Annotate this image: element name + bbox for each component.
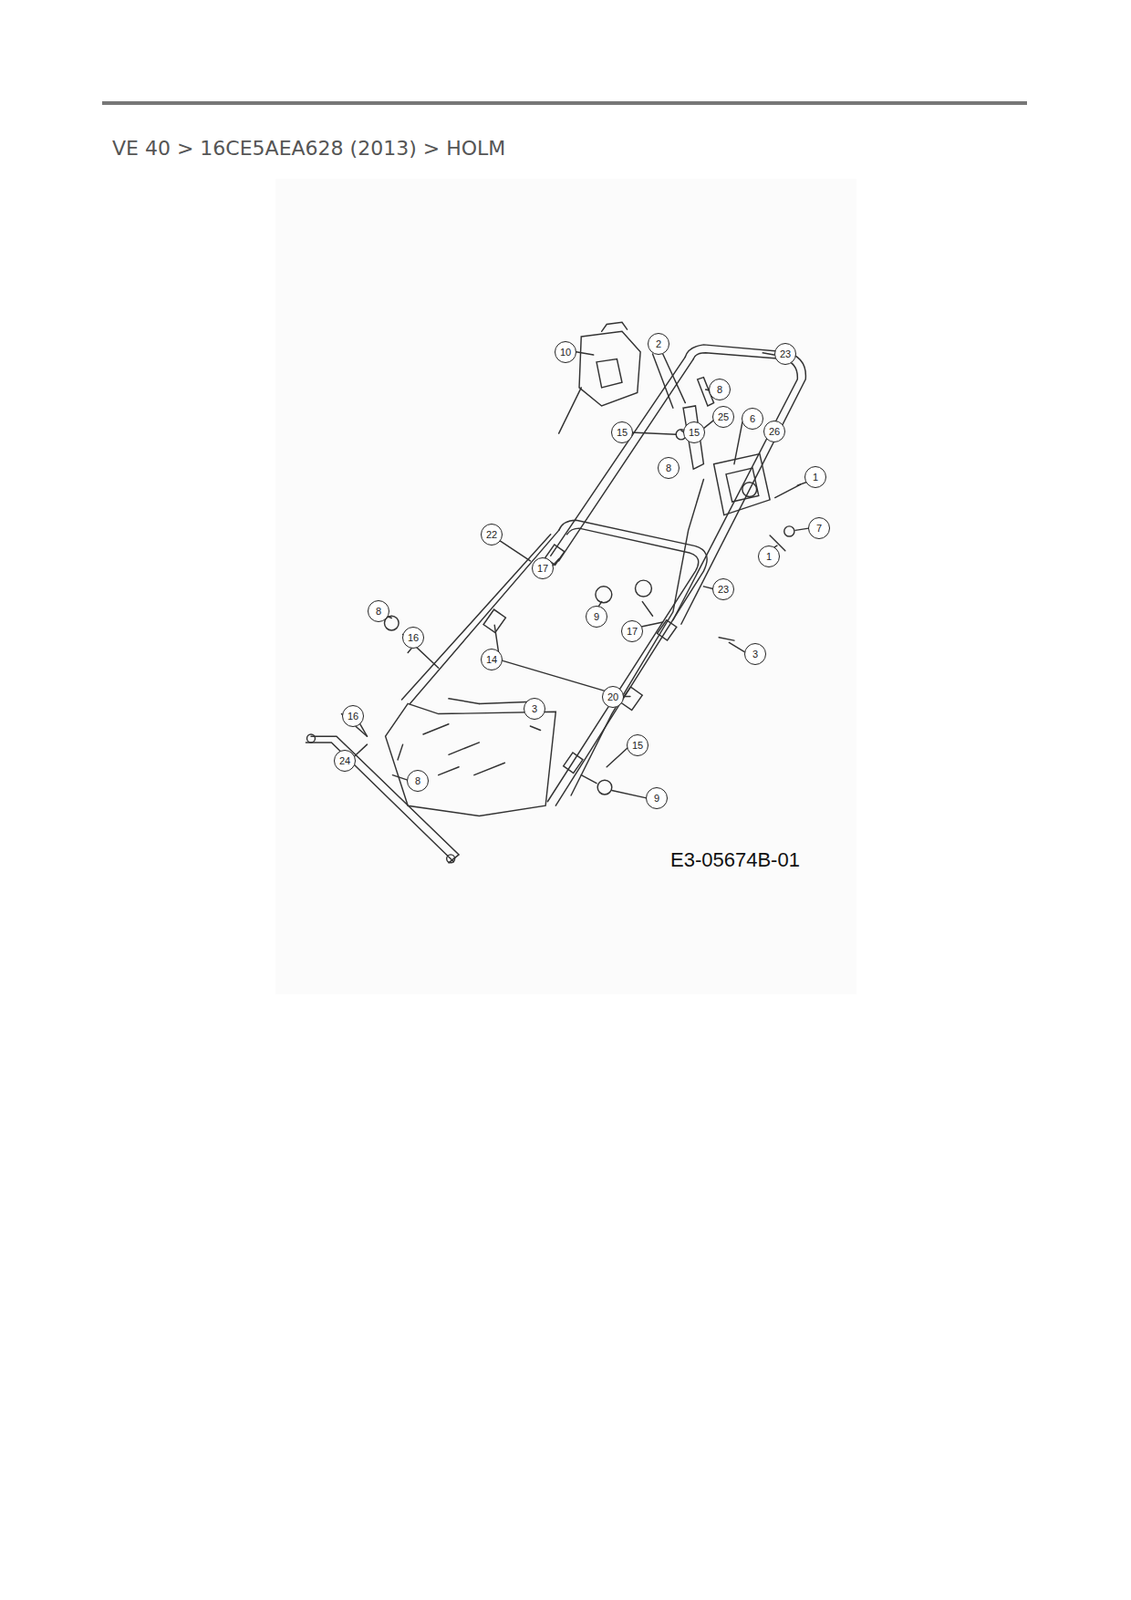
callout-number: 15 bbox=[683, 421, 706, 444]
callout-number: 10 bbox=[554, 341, 577, 364]
callout-number: 17 bbox=[531, 557, 554, 580]
callout-number: 24 bbox=[333, 749, 356, 772]
callout-number: 20 bbox=[601, 685, 624, 708]
callout-number: 17 bbox=[621, 620, 644, 643]
callout-number: 8 bbox=[367, 600, 390, 623]
callout-number: 15 bbox=[626, 734, 649, 757]
callout-number: 15 bbox=[611, 421, 633, 444]
callout-number: 8 bbox=[657, 456, 680, 479]
drawing-number: E3-05674B-01 bbox=[670, 848, 800, 872]
callout-number: 25 bbox=[712, 405, 735, 428]
callout-number: 22 bbox=[480, 523, 503, 546]
callout-number: 3 bbox=[523, 697, 546, 720]
callout-number: 3 bbox=[744, 643, 767, 665]
callout-number: 23 bbox=[712, 578, 735, 601]
callout-number: 14 bbox=[480, 648, 503, 671]
callout-number: 1 bbox=[804, 466, 827, 488]
illustration-ground bbox=[275, 178, 857, 995]
callout-number: 16 bbox=[342, 705, 364, 727]
callout-number: 1 bbox=[757, 545, 780, 568]
callout-number: 9 bbox=[645, 787, 668, 810]
callout-number: 8 bbox=[406, 769, 429, 792]
callout-number: 7 bbox=[808, 517, 831, 540]
callout-number: 8 bbox=[708, 378, 731, 401]
callout-number: 16 bbox=[402, 626, 425, 649]
callout-number: 2 bbox=[647, 332, 670, 355]
callout-number: 9 bbox=[585, 605, 608, 628]
callout-number: 23 bbox=[774, 342, 797, 365]
breadcrumb-title: VE 40 > 16CE5AEA628 (2013) > HOLM bbox=[112, 136, 506, 160]
callout-number: 26 bbox=[763, 420, 786, 443]
header-rule bbox=[102, 101, 1028, 105]
handle-drawing bbox=[305, 321, 809, 863]
callout-number: 6 bbox=[741, 407, 764, 430]
